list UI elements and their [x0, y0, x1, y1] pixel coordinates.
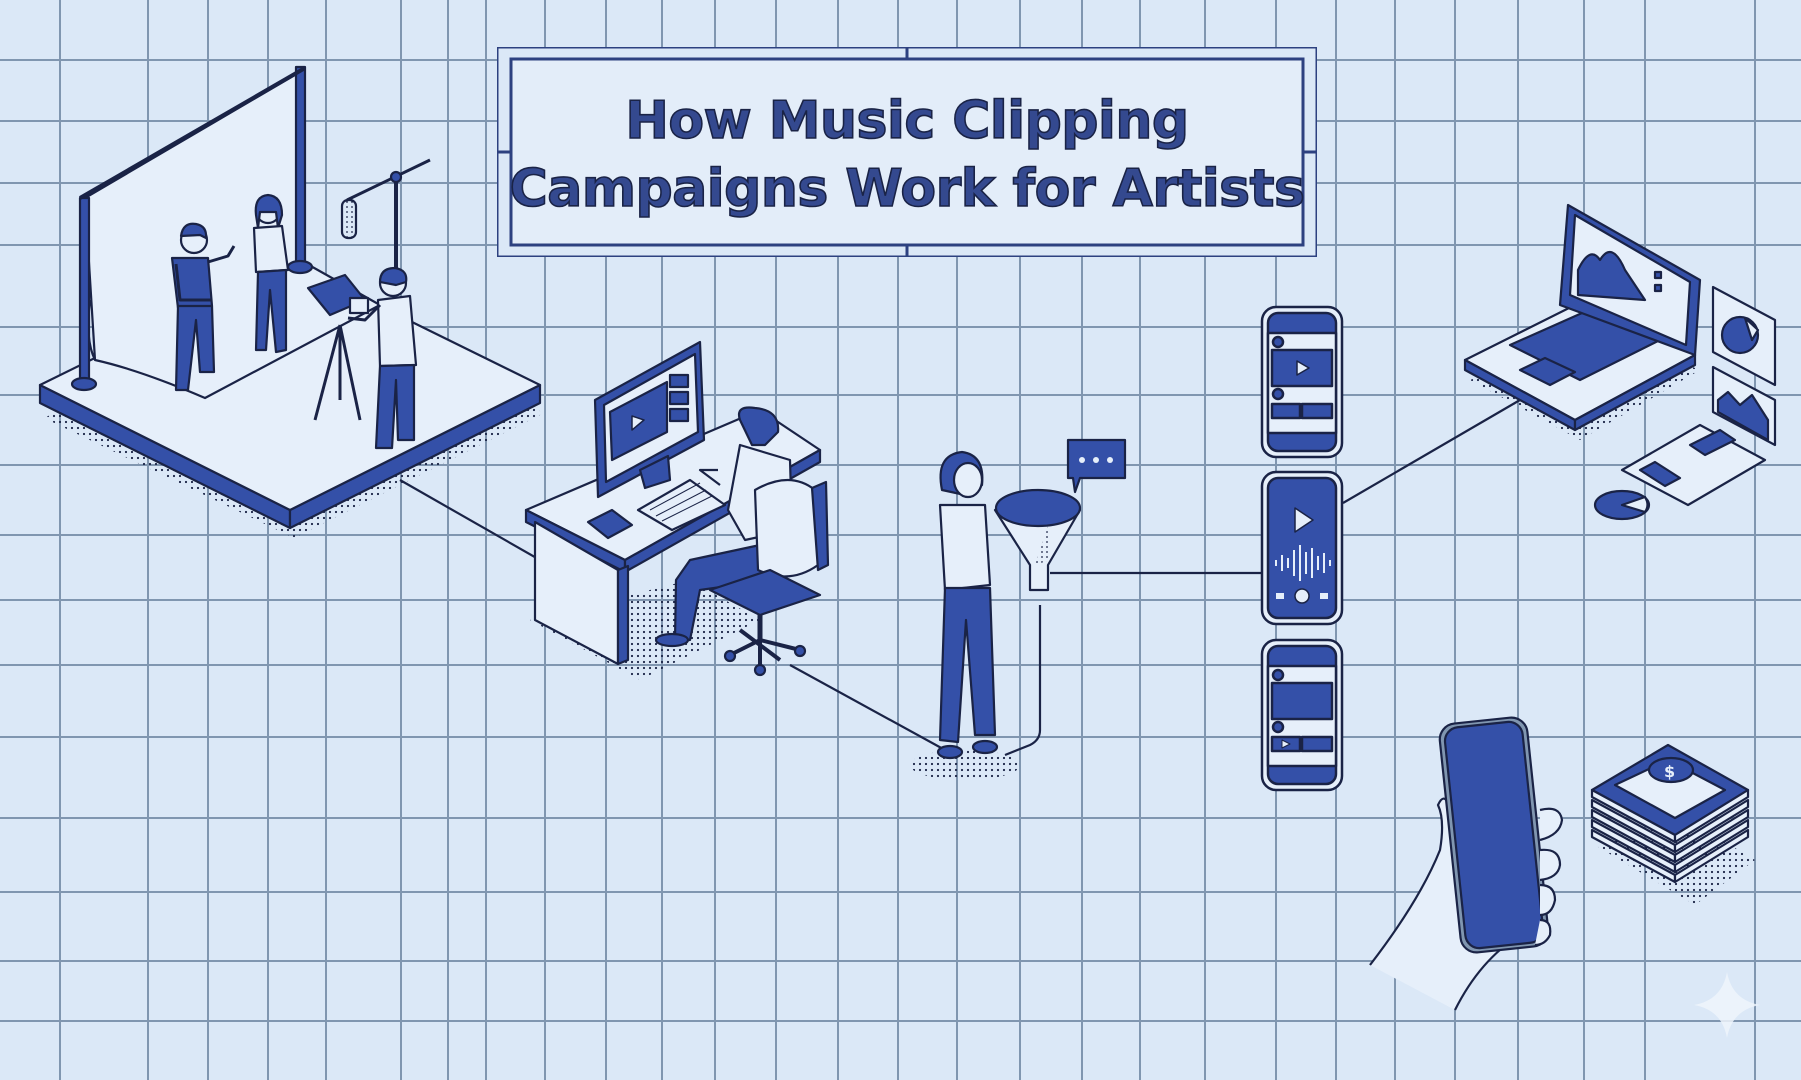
hand-holding-phone-icon [1369, 716, 1564, 1011]
svg-text:$: $ [1664, 762, 1675, 781]
area-chart-icon [1711, 365, 1777, 447]
pie-chart-icon [1711, 285, 1777, 387]
bar-chart-icon [1620, 423, 1767, 507]
play-icon [631, 415, 645, 431]
distribution-scene [910, 438, 1127, 780]
revenue-scene: $ [1369, 716, 1755, 1011]
money-stack-icon: $ [1590, 743, 1755, 905]
office-chair-icon [708, 479, 830, 677]
clipper-icon [936, 450, 999, 760]
camera-operator-icon [347, 266, 418, 450]
boom-mic-icon [340, 158, 431, 275]
play-icon [1294, 507, 1314, 533]
pie-chart-icon [1593, 489, 1651, 521]
title-frame [497, 47, 1317, 257]
analytics-scene [1463, 203, 1777, 521]
audio-player-phone-icon [1260, 470, 1344, 626]
title-banner: How Music Clipping Campaigns Work for Ar… [497, 47, 1317, 257]
performer-icon [170, 222, 236, 392]
phone-icon [586, 508, 634, 540]
monitor-icon [593, 340, 706, 499]
studio-scene [38, 65, 544, 538]
video-camera-icon [306, 273, 370, 421]
keyboard-icon [636, 478, 727, 532]
feed-phone-icon [1260, 638, 1344, 792]
dollar-icon [1647, 756, 1695, 784]
performer-icon [252, 193, 290, 354]
chat-bubble-icon [1066, 438, 1127, 494]
title-line-2: Campaigns Work for Artists [509, 158, 1306, 220]
title-line-1: How Music Clipping [625, 90, 1190, 152]
flow-connectors [399, 399, 1521, 757]
editing-scene [524, 340, 830, 680]
sparkle-watermark-icon [1694, 972, 1760, 1038]
platform-phones [1260, 305, 1344, 792]
page-title: How Music Clipping Campaigns Work for Ar… [497, 87, 1317, 223]
laptop-icon [1463, 203, 1702, 432]
funnel-icon [993, 488, 1082, 592]
area-chart-icon [1576, 250, 1647, 302]
feed-phone-icon [1260, 305, 1344, 459]
